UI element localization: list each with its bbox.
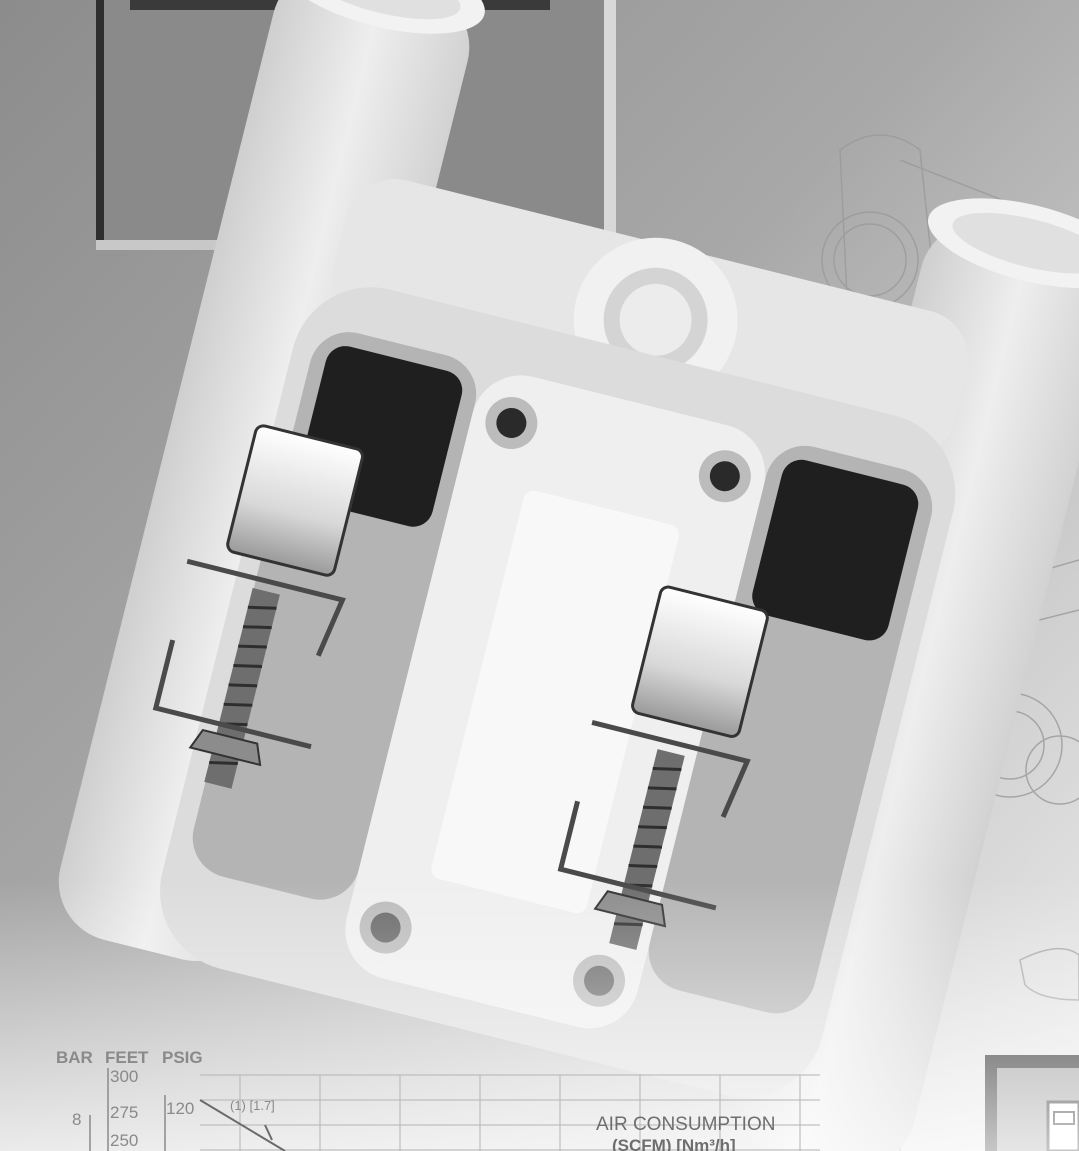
axis-label-psig: PSIG	[162, 1048, 203, 1067]
performance-chart-fragment: BAR FEET PSIG 300 275 250 120 8 (1) [1.7…	[56, 1048, 820, 1151]
tick-bar-8: 8	[72, 1110, 81, 1129]
tick-feet-300: 300	[110, 1067, 138, 1086]
tick-feet-275: 275	[110, 1103, 138, 1122]
bottom-fade	[0, 880, 1079, 1151]
curve-label: (1) [1.7]	[230, 1098, 275, 1113]
tick-feet-250: 250	[110, 1131, 138, 1150]
left-clamp	[152, 424, 364, 789]
axis-label-feet: FEET	[105, 1048, 149, 1067]
tick-psig-120: 120	[166, 1099, 194, 1118]
air-consumption-units: (SCFM) [Nm³/h]	[612, 1136, 736, 1151]
axis-label-bar: BAR	[56, 1048, 93, 1067]
air-consumption-label: AIR CONSUMPTION	[596, 1114, 775, 1135]
